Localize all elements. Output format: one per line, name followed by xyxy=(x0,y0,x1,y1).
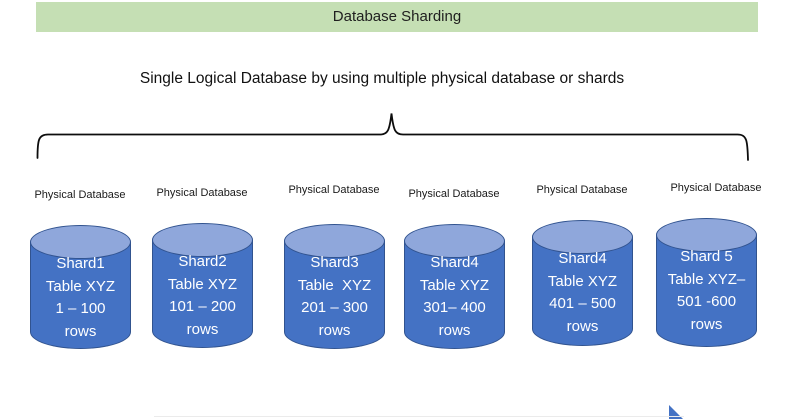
shard-rows: rows xyxy=(690,315,723,333)
shard-table: Table XYZ xyxy=(45,277,116,295)
shard-table: Table XYZ– xyxy=(667,270,746,288)
shard-group-2: Physical Database Shard2 Table XYZ 101 –… xyxy=(152,187,253,348)
curly-brace xyxy=(36,113,749,161)
shard-name: Shard4 xyxy=(430,254,479,271)
title-banner: Database Sharding xyxy=(36,2,758,32)
shard-group-4: Physical Database Shard4 Table XYZ 301– … xyxy=(404,188,505,349)
cylinder-text: Shard3 Table XYZ 201 – 300 rows xyxy=(284,252,385,342)
shard-table: Table XYZ xyxy=(419,276,490,294)
shard-name: Shard1 xyxy=(56,255,105,272)
cylinder-body xyxy=(404,241,505,349)
shard-range: 301– 400 xyxy=(423,299,486,316)
cylinder-top-ellipse xyxy=(30,225,131,259)
cylinder-body xyxy=(532,237,633,346)
database-cylinder: Shard 5 Table XYZ– 501 -600 rows xyxy=(656,218,757,347)
shard-group-1: Physical Database Shard1 Table XYZ 1 – 1… xyxy=(30,189,131,349)
shard-range: 401 – 500 xyxy=(549,295,616,312)
divider-line xyxy=(154,416,684,417)
shard-table: Table XYZ xyxy=(297,276,372,294)
database-cylinder: Shard4 Table XYZ 401 – 500 rows xyxy=(532,220,633,346)
cylinder-body xyxy=(284,241,385,349)
cylinder-body xyxy=(152,240,253,348)
shard-rows: rows xyxy=(438,321,471,339)
database-cylinder: Shard1 Table XYZ 1 – 100 rows xyxy=(30,225,131,349)
cylinder-text: Shard1 Table XYZ 1 – 100 rows xyxy=(30,253,131,343)
cylinder-text: Shard4 Table XYZ 401 – 500 rows xyxy=(532,248,633,338)
shard-range: 501 -600 xyxy=(676,293,737,310)
database-cylinder: Shard2 Table XYZ 101 – 200 rows xyxy=(152,223,253,348)
subtitle-text: Single Logical Database by using multipl… xyxy=(139,70,625,87)
cylinder-top-ellipse xyxy=(152,223,253,257)
physical-database-label: Physical Database xyxy=(156,187,248,199)
shard-rows: rows xyxy=(186,320,219,338)
cylinder-text: Shard2 Table XYZ 101 – 200 rows xyxy=(152,251,253,341)
shard-group-3: Physical Database Shard3 Table XYZ 201 –… xyxy=(284,184,385,349)
shard-table: Table XYZ xyxy=(547,272,618,290)
cylinder-text: Shard 5 Table XYZ– 501 -600 rows xyxy=(656,246,757,336)
cylinder-body xyxy=(656,235,757,347)
shard-name: Shard3 xyxy=(310,254,359,271)
cylinder-top-ellipse xyxy=(532,220,633,254)
shard-range: 101 – 200 xyxy=(169,298,236,315)
cylinder-top-ellipse xyxy=(404,224,505,258)
physical-database-label: Physical Database xyxy=(408,188,500,200)
physical-database-label: Physical Database xyxy=(670,182,762,194)
arrowhead-icon xyxy=(669,405,683,419)
cylinder-top-ellipse xyxy=(284,224,385,258)
shard-name: Shard4 xyxy=(558,250,607,267)
physical-database-label: Physical Database xyxy=(34,189,126,201)
shard-rows: rows xyxy=(318,321,351,339)
cylinder-text: Shard4 Table XYZ 301– 400 rows xyxy=(404,252,505,342)
database-cylinder: Shard3 Table XYZ 201 – 300 rows xyxy=(284,224,385,349)
shard-name: Shard 5 xyxy=(680,248,733,265)
shard-rows: rows xyxy=(64,322,97,340)
cylinder-top-ellipse xyxy=(656,218,757,252)
shard-range: 1 – 100 xyxy=(55,300,106,317)
database-cylinder: Shard4 Table XYZ 301– 400 rows xyxy=(404,224,505,349)
shard-name: Shard2 xyxy=(178,253,227,270)
shard-group-6: Physical Database Shard 5 Table XYZ– 501… xyxy=(656,182,762,347)
cylinder-body xyxy=(30,242,131,349)
shard-range: 201 – 300 xyxy=(301,299,368,316)
shard-group-5: Physical Database Shard4 Table XYZ 401 –… xyxy=(532,184,633,346)
physical-database-label: Physical Database xyxy=(288,184,380,196)
shard-table: Table XYZ xyxy=(167,275,238,293)
shard-rows: rows xyxy=(566,317,599,335)
physical-database-label: Physical Database xyxy=(536,184,628,196)
